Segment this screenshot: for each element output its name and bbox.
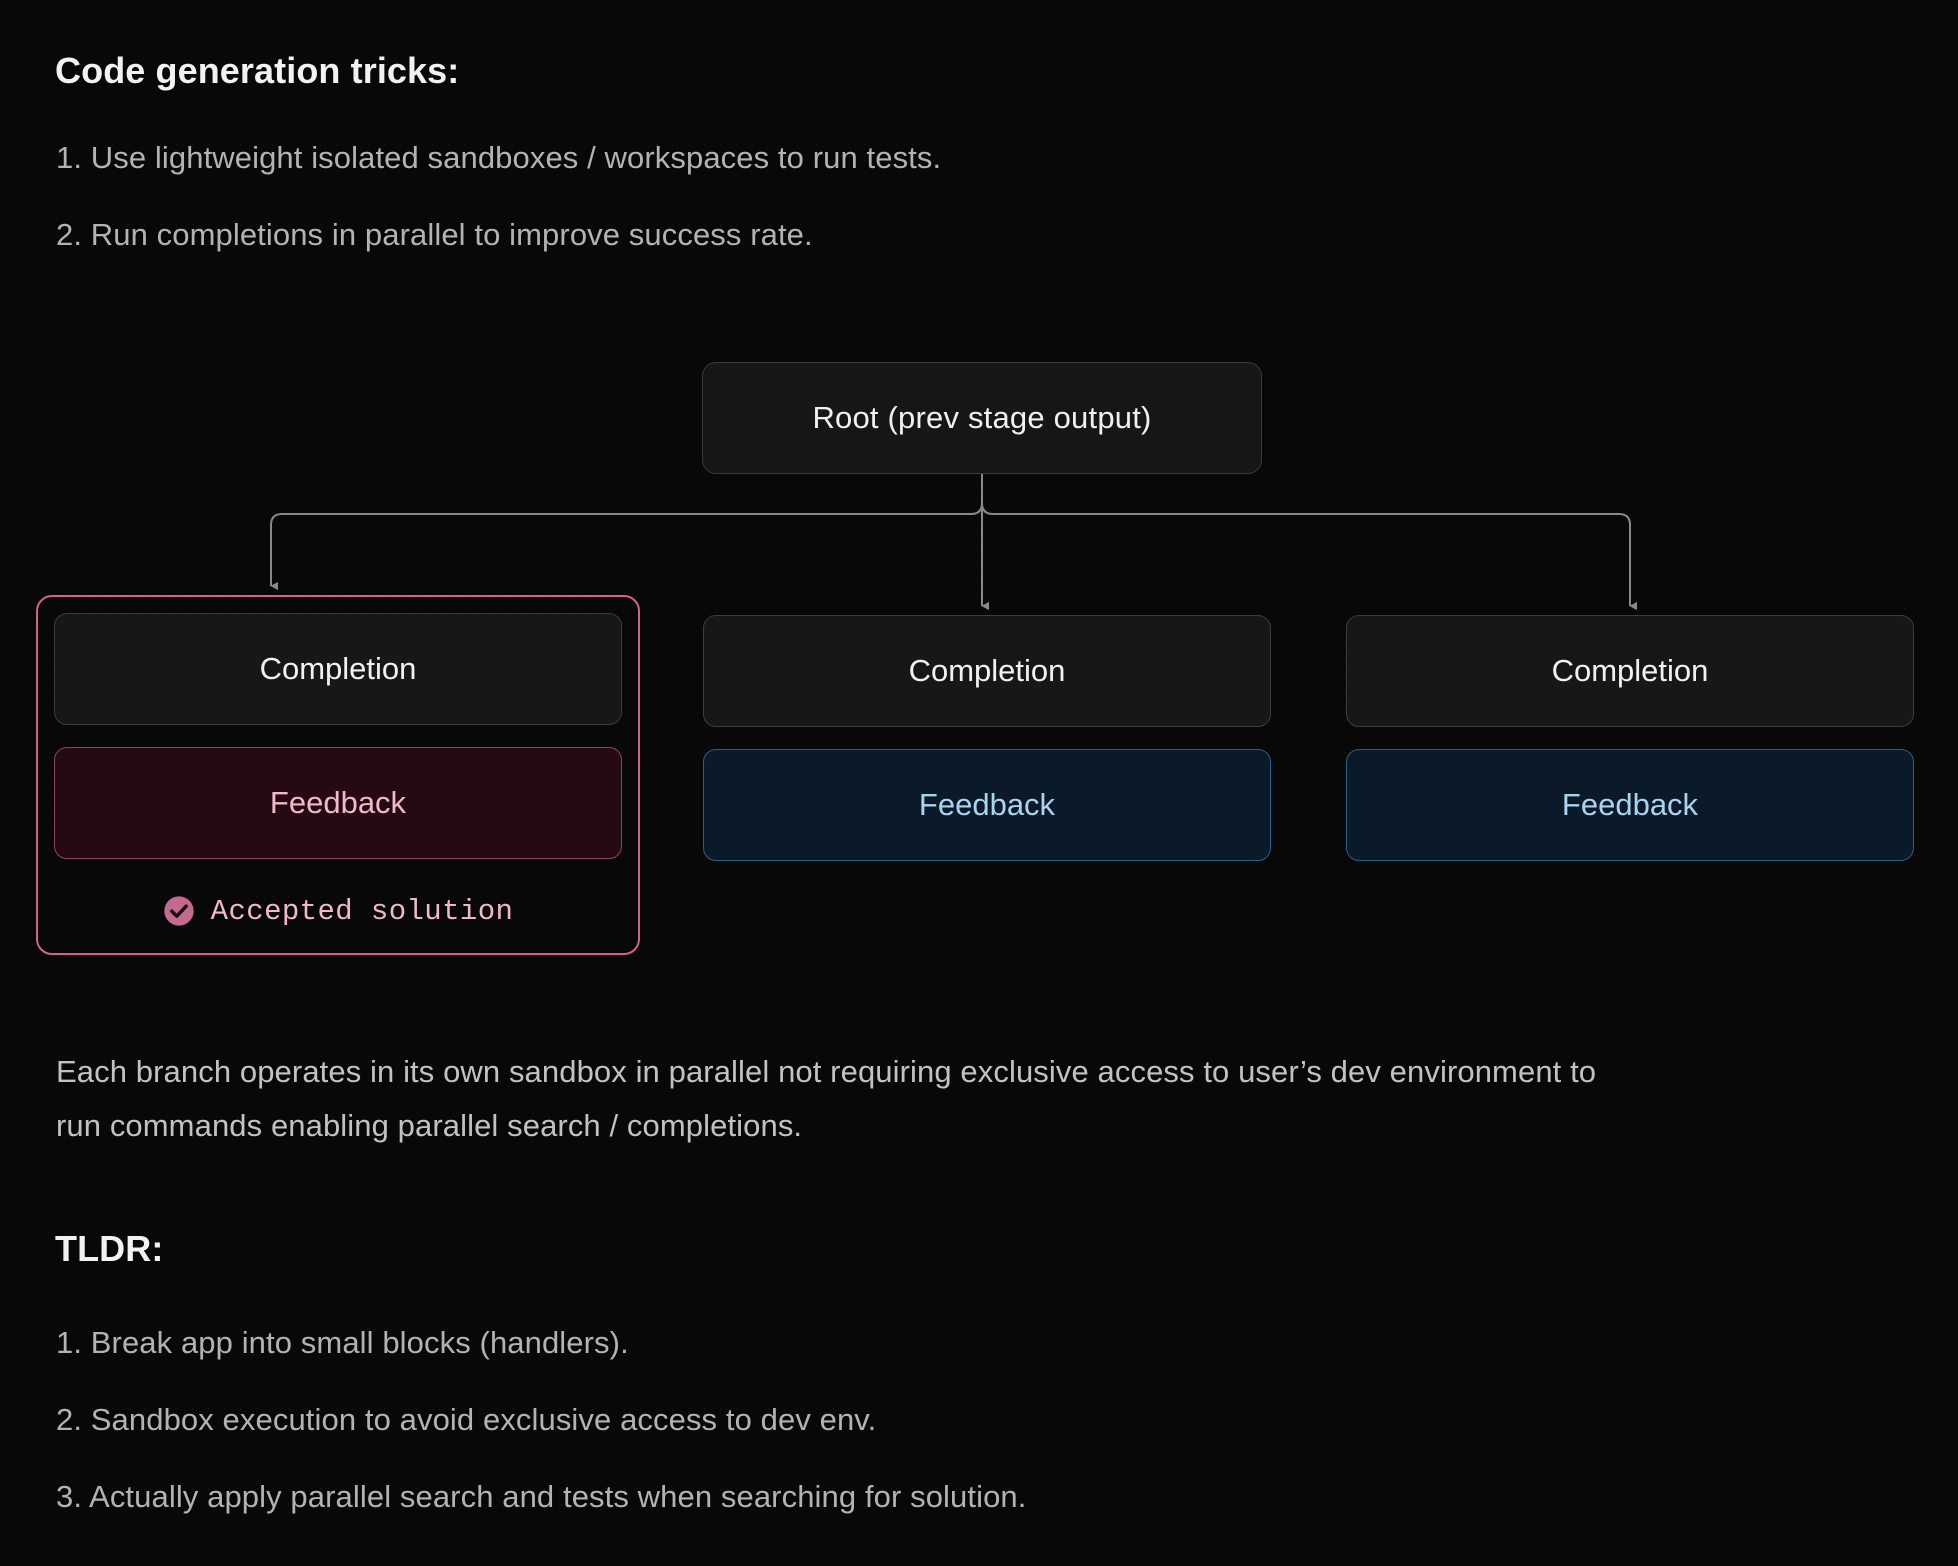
branch-3[interactable]: Completion Feedback [1346,615,1914,861]
completion-label-1: Completion [259,651,417,686]
node-root-label: Root (prev stage output) [812,400,1152,435]
tldr-list-item-3: 3. Actually apply parallel search and te… [56,1479,1027,1514]
parallel-completion-diagram: Root (prev stage output) Completion Feed… [0,340,1958,1000]
accepted-solution-status: Accepted solution [54,889,622,933]
branch-2[interactable]: Completion Feedback [703,615,1271,861]
tricks-list-item-2: 2. Run completions in parallel to improv… [56,217,813,252]
check-circle-icon [164,896,194,926]
completion-box-2[interactable]: Completion [703,615,1271,727]
completion-box-1[interactable]: Completion [54,613,622,725]
feedback-box-2[interactable]: Feedback [703,749,1271,861]
branch-accepted[interactable]: Completion Feedback Accepted solution [36,595,640,955]
completion-label-3: Completion [1551,653,1709,688]
completion-box-3[interactable]: Completion [1346,615,1914,727]
page-title-tldr: TLDR: [55,1228,164,1269]
accepted-solution-label: Accepted solution [210,894,514,928]
feedback-label-1: Feedback [269,785,407,820]
feedback-label-2: Feedback [918,787,1056,822]
tricks-list-item-1: 1. Use lightweight isolated sandboxes / … [56,140,942,175]
completion-label-2: Completion [908,653,1066,688]
node-root[interactable]: Root (prev stage output) [702,362,1262,474]
tldr-list-item-1: 1. Break app into small blocks (handlers… [56,1325,629,1360]
feedback-box-3[interactable]: Feedback [1346,749,1914,861]
page-title-code-generation-tricks: Code generation tricks: [55,50,460,91]
tldr-list-item-2: 2. Sandbox execution to avoid exclusive … [56,1402,877,1437]
feedback-label-3: Feedback [1561,787,1699,822]
feedback-box-1[interactable]: Feedback [54,747,622,859]
diagram-caption: Each branch operates in its own sandbox … [56,1054,1597,1143]
